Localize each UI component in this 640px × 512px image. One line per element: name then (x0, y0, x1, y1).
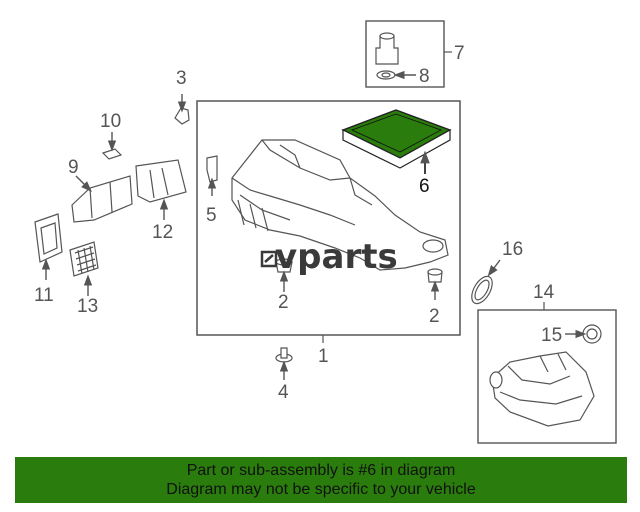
duct-inlet-11 (34, 213, 63, 263)
vparts-logo-icon (260, 250, 278, 268)
callout-5: 5 (206, 205, 217, 226)
callout-11: 11 (34, 285, 54, 306)
bolt-4 (275, 347, 293, 363)
callout-2-right: 2 (429, 306, 440, 327)
notice-banner: Part or sub-assembly is #6 in diagram Di… (15, 457, 627, 503)
screen-13 (69, 241, 99, 277)
callout-16: 16 (502, 239, 523, 260)
grommet-2-left (275, 258, 293, 273)
banner-line-2: Diagram may not be specific to your vehi… (166, 481, 476, 498)
callout-9: 9 (68, 157, 79, 178)
hose-clamp-16 (471, 275, 493, 305)
intake-hose-14 (489, 351, 595, 427)
callout-8: 8 (419, 66, 430, 87)
o-ring-8 (376, 70, 396, 80)
assembly-box-7 (365, 20, 445, 88)
callout-13: 13 (77, 296, 98, 317)
banner-line-1: Part or sub-assembly is #6 in diagram (186, 462, 456, 479)
bushing-3 (174, 107, 190, 125)
vparts-watermark: vparts (260, 237, 398, 277)
callout-6: 6 (419, 176, 430, 197)
callout-12: 12 (152, 222, 173, 243)
callout-7: 7 (454, 43, 465, 64)
air-filter-element (341, 109, 452, 169)
assembly-box-14 (477, 309, 617, 444)
air-cleaner-housing (231, 139, 449, 271)
resonator-12 (135, 159, 187, 203)
callout-1: 1 (318, 346, 329, 367)
callout-14: 14 (533, 282, 555, 303)
callout-10: 10 (100, 111, 121, 132)
callout-15: 15 (541, 325, 562, 346)
seal-15 (582, 324, 602, 344)
pad-10 (101, 148, 123, 160)
grommet-2-right (427, 268, 443, 283)
parts-diagram: 1 6 2 2 3 4 (34, 20, 617, 444)
sensor-7 (375, 32, 399, 65)
callout-2-left: 2 (278, 292, 289, 313)
clip-5 (206, 155, 218, 183)
callout-4: 4 (278, 382, 289, 403)
intake-duct-9 (71, 175, 133, 223)
watermark-text: vparts (275, 237, 398, 277)
assembly-box-1 (196, 100, 461, 336)
callout-3: 3 (176, 68, 187, 89)
